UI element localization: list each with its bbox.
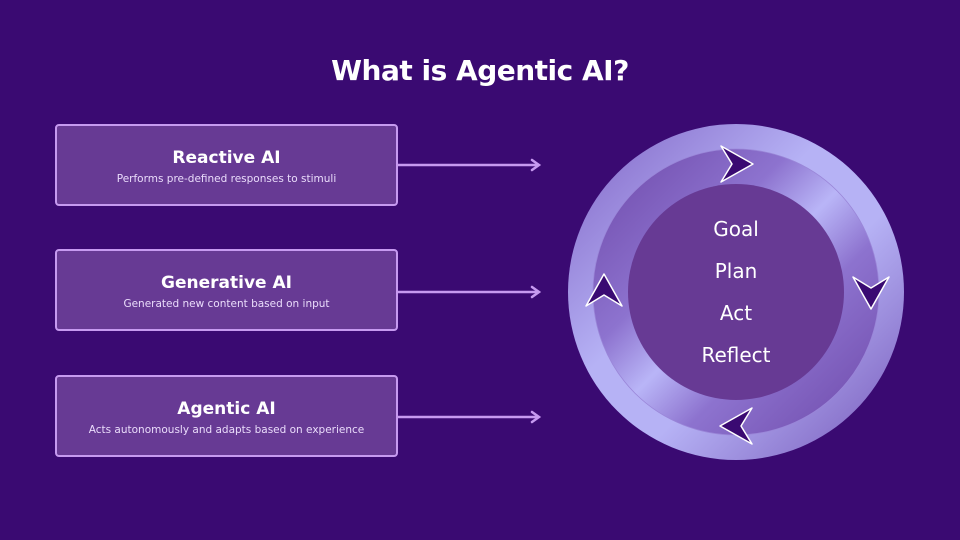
- connector-arrow-3: [398, 410, 542, 424]
- arrow-down-icon: [852, 276, 890, 310]
- arrow-up-icon: [585, 273, 623, 307]
- card-description: Acts autonomously and adapts based on ex…: [88, 424, 365, 436]
- card-title: Reactive AI: [172, 148, 281, 168]
- card-agentic-ai: Agentic AI Acts autonomously and adapts …: [55, 375, 398, 457]
- connector-arrow-1: [398, 158, 542, 172]
- agentic-cycle-diagram: Goal Plan Act Reflect: [568, 124, 904, 460]
- page-title: What is Agentic AI?: [331, 54, 629, 87]
- arrow-left-icon: [719, 407, 753, 445]
- stage-plan: Plan: [715, 259, 758, 283]
- stage-goal: Goal: [713, 217, 759, 241]
- card-description: Performs pre-defined responses to stimul…: [116, 173, 337, 185]
- connector-arrow-2: [398, 285, 542, 299]
- arrow-right-icon: [720, 145, 754, 183]
- stage-act: Act: [720, 301, 752, 325]
- card-description: Generated new content based on input: [123, 298, 330, 310]
- stage-reflect: Reflect: [701, 343, 770, 367]
- card-reactive-ai: Reactive AI Performs pre-defined respons…: [55, 124, 398, 206]
- center-circle: [628, 184, 844, 400]
- card-title: Agentic AI: [177, 399, 276, 419]
- card-generative-ai: Generative AI Generated new content base…: [55, 249, 398, 331]
- card-title: Generative AI: [161, 273, 292, 293]
